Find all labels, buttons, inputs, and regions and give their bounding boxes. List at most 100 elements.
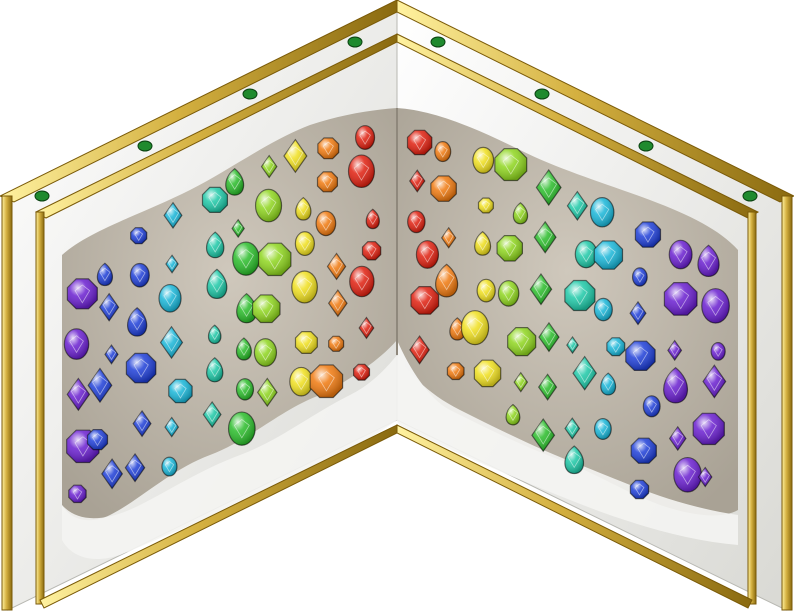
- gem-blue: [132, 409, 152, 438]
- gem-violet: [673, 456, 702, 493]
- gem-teal: [564, 279, 596, 312]
- gem-green: [537, 373, 558, 401]
- gem-teal: [572, 355, 598, 391]
- gem-lime: [254, 188, 283, 223]
- gem-green: [235, 378, 255, 401]
- gem-green: [531, 418, 556, 453]
- gem-orange: [316, 171, 338, 193]
- gem-lime: [496, 235, 524, 262]
- gem-lime: [258, 242, 292, 277]
- gem-green: [535, 168, 562, 207]
- gem-violet: [692, 412, 725, 446]
- gem-yellow: [472, 146, 495, 174]
- gem-blue: [87, 367, 113, 404]
- gem-yellow: [289, 366, 314, 397]
- gem-orange: [328, 335, 345, 352]
- gem-teal: [574, 240, 598, 269]
- gem-blue: [634, 221, 662, 248]
- gem-blue: [127, 307, 148, 337]
- gem-violet: [66, 377, 91, 412]
- snow-rim-left: [62, 355, 397, 560]
- emerald-stud: [347, 36, 363, 48]
- gem-orange: [435, 263, 459, 298]
- gem-red: [365, 208, 380, 230]
- gem-cyan: [168, 378, 193, 404]
- emerald-stud: [638, 140, 654, 152]
- gem-blue: [101, 458, 124, 490]
- gem-violet: [663, 282, 698, 316]
- emerald-stud: [534, 88, 550, 100]
- gem-violet: [667, 339, 683, 362]
- gem-yellow: [473, 359, 502, 388]
- snow-rim-right: [397, 355, 738, 545]
- gem-lime: [497, 280, 520, 307]
- gem-cyan: [593, 418, 612, 440]
- gem-blue: [629, 479, 650, 500]
- gem-yellow: [477, 197, 494, 214]
- gem-teal: [564, 417, 581, 440]
- gem-violet: [702, 364, 727, 399]
- gem-cluster: [63, 125, 730, 504]
- gem-violet: [68, 484, 87, 504]
- gem-teal: [202, 400, 222, 429]
- gem-teal: [566, 190, 589, 222]
- gem-red: [358, 316, 375, 340]
- gem-green: [235, 337, 252, 361]
- gem-violet: [697, 466, 713, 488]
- gem-red: [349, 265, 375, 298]
- gem-orange: [441, 226, 457, 249]
- gem-orange: [434, 141, 452, 163]
- gem-blue: [98, 292, 120, 322]
- gem-teal: [207, 324, 222, 345]
- gem-violet: [697, 244, 720, 278]
- gem-orange: [317, 137, 340, 160]
- gem-yellow: [474, 231, 492, 256]
- gem-lime: [507, 327, 537, 357]
- gem-violet: [668, 425, 687, 452]
- gem-yellow: [283, 138, 308, 174]
- gem-teal: [206, 268, 228, 300]
- gem-green: [529, 273, 553, 306]
- gem-violet: [701, 288, 730, 324]
- gem-lime: [513, 371, 529, 393]
- gem-orange: [449, 317, 466, 341]
- gem-violet: [663, 366, 689, 404]
- gem-lime: [252, 294, 281, 324]
- gem-yellow: [294, 231, 315, 257]
- gem-cyan: [606, 337, 626, 357]
- gem-yellow: [476, 278, 496, 303]
- gem-orange: [326, 252, 347, 281]
- gem-yellow: [294, 331, 318, 354]
- gem-red: [409, 169, 426, 193]
- gem-violet: [66, 278, 98, 310]
- gem-red: [410, 286, 440, 315]
- emerald-stud: [137, 140, 153, 152]
- gem-blue: [125, 352, 157, 384]
- gem-blue: [629, 300, 647, 326]
- gem-teal: [206, 357, 224, 383]
- emerald-studs: [34, 36, 758, 202]
- gem-red: [406, 129, 433, 156]
- gem-green: [538, 321, 560, 353]
- gem-red: [409, 335, 430, 365]
- gem-green: [231, 218, 245, 239]
- gem-red: [347, 154, 376, 189]
- gem-yellow: [460, 310, 490, 346]
- gem-red: [361, 241, 382, 261]
- gem-teal: [201, 186, 228, 213]
- gem-lime: [512, 202, 529, 225]
- gem-red: [407, 210, 426, 234]
- gem-lime: [505, 403, 521, 426]
- gem-cyan: [164, 416, 180, 438]
- emerald-stud: [430, 36, 446, 48]
- gem-blue: [104, 344, 119, 365]
- gem-teal: [566, 336, 579, 355]
- gem-blue: [129, 262, 150, 288]
- gem-cyan: [165, 254, 179, 274]
- gem-blue: [124, 452, 146, 483]
- gem-cyan: [593, 297, 613, 322]
- gem-blue: [86, 429, 109, 451]
- emerald-stud: [242, 88, 258, 100]
- gem-cyan: [589, 197, 615, 228]
